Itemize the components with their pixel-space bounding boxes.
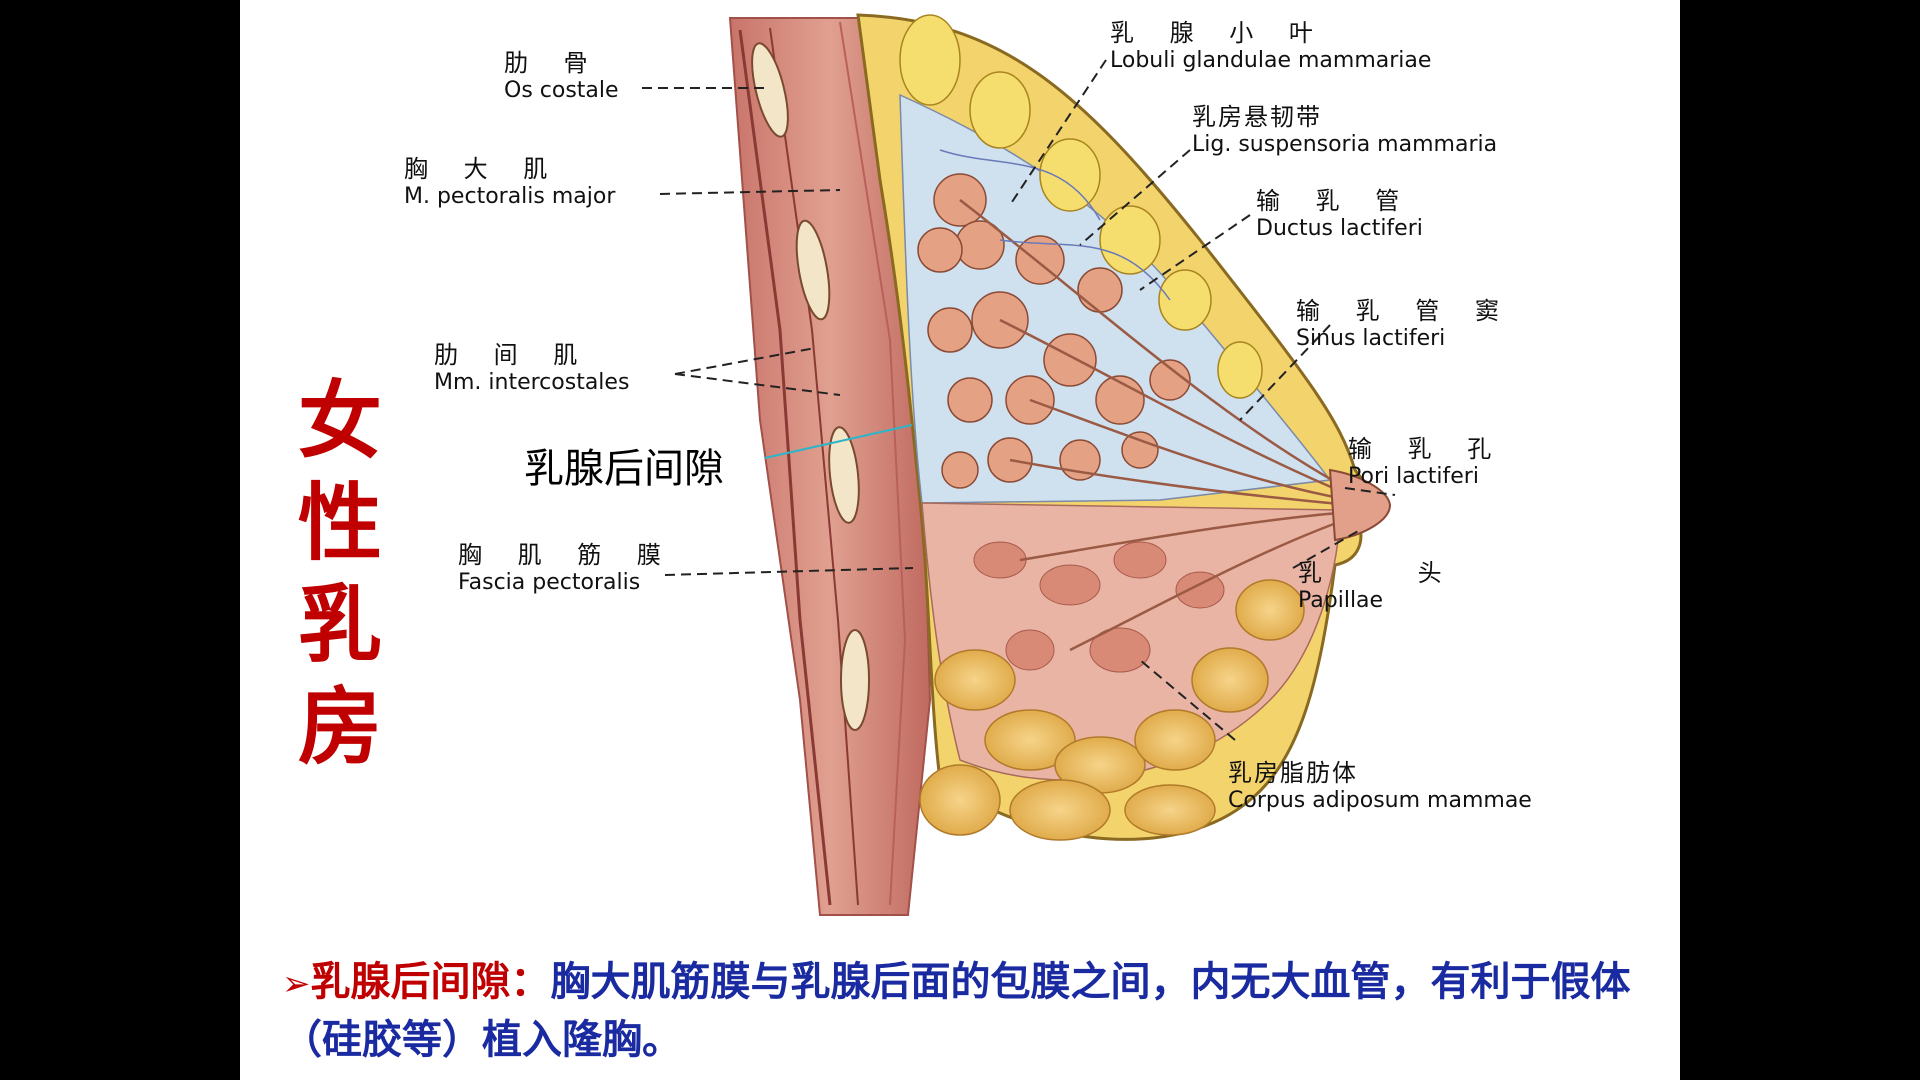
note-text: 胸大肌筋膜与乳腺后面的包膜之间，内无大血管，有利于假体（硅胶等）植入隆胸。 (282, 959, 1631, 1063)
retromammary-space-pointer (764, 424, 913, 459)
label-sinus: 输 乳 管 窦 Sinus lactiferi (1296, 297, 1513, 351)
stroma-islands (973, 541, 1225, 673)
rib (828, 426, 860, 524)
slide: 女 性 乳 房 肋 骨 Os costale 胸 大 肌 M. pectoral… (240, 0, 1680, 1080)
label-os-costale: 肋 骨 Os costale (504, 49, 619, 103)
lactiferous-ducts (959, 199, 1351, 652)
rib (795, 219, 831, 321)
bottom-note: ➢乳腺后间隙：胸大肌筋膜与乳腺后面的包膜之间，内无大血管，有利于假体（硅胶等）植… (282, 954, 1662, 1068)
title-char: 乳 (297, 575, 382, 674)
label-corpus: 乳房脂肪体 Corpus adiposum mammae (1228, 759, 1532, 813)
title-char: 女 (297, 371, 382, 470)
label-lobuli: 乳 腺 小 叶 Lobuli glandulae mammariae (1110, 19, 1432, 73)
title-char: 性 (297, 473, 382, 572)
note-term: 乳腺后间隙： (310, 959, 551, 1005)
retromammary-space-label: 乳腺后间隙 (524, 446, 724, 492)
label-pectoralis-major: 胸 大 肌 M. pectoralis major (404, 155, 616, 209)
breast-anatomy-illustration (642, 13, 1396, 916)
fat-lobules-lower (919, 579, 1305, 841)
label-fascia-pectoralis: 胸 肌 筋 膜 Fascia pectoralis (458, 541, 675, 595)
vertical-title: 女 性 乳 房 (290, 370, 390, 778)
label-papillae: 乳 头 Papillae (1298, 559, 1486, 613)
leader-lines (642, 59, 1396, 741)
title-char: 房 (297, 677, 382, 776)
nipple (1328, 468, 1392, 542)
label-pori: 输 乳 孔 Pori lactiferi (1348, 435, 1506, 489)
label-lig-suspensoria: 乳房悬韧带 Lig. suspensoria mammaria (1192, 103, 1498, 157)
fat-lobules-upper (899, 14, 1263, 399)
bullet-arrow-icon: ➢ (282, 964, 311, 1004)
rib (840, 629, 870, 731)
label-ductus: 输 乳 管 Ductus lactiferi (1256, 187, 1423, 241)
rib (751, 42, 789, 138)
label-intercostales: 肋 间 肌 Mm. intercostales (434, 341, 630, 395)
suspensory-ligaments (939, 149, 1171, 301)
